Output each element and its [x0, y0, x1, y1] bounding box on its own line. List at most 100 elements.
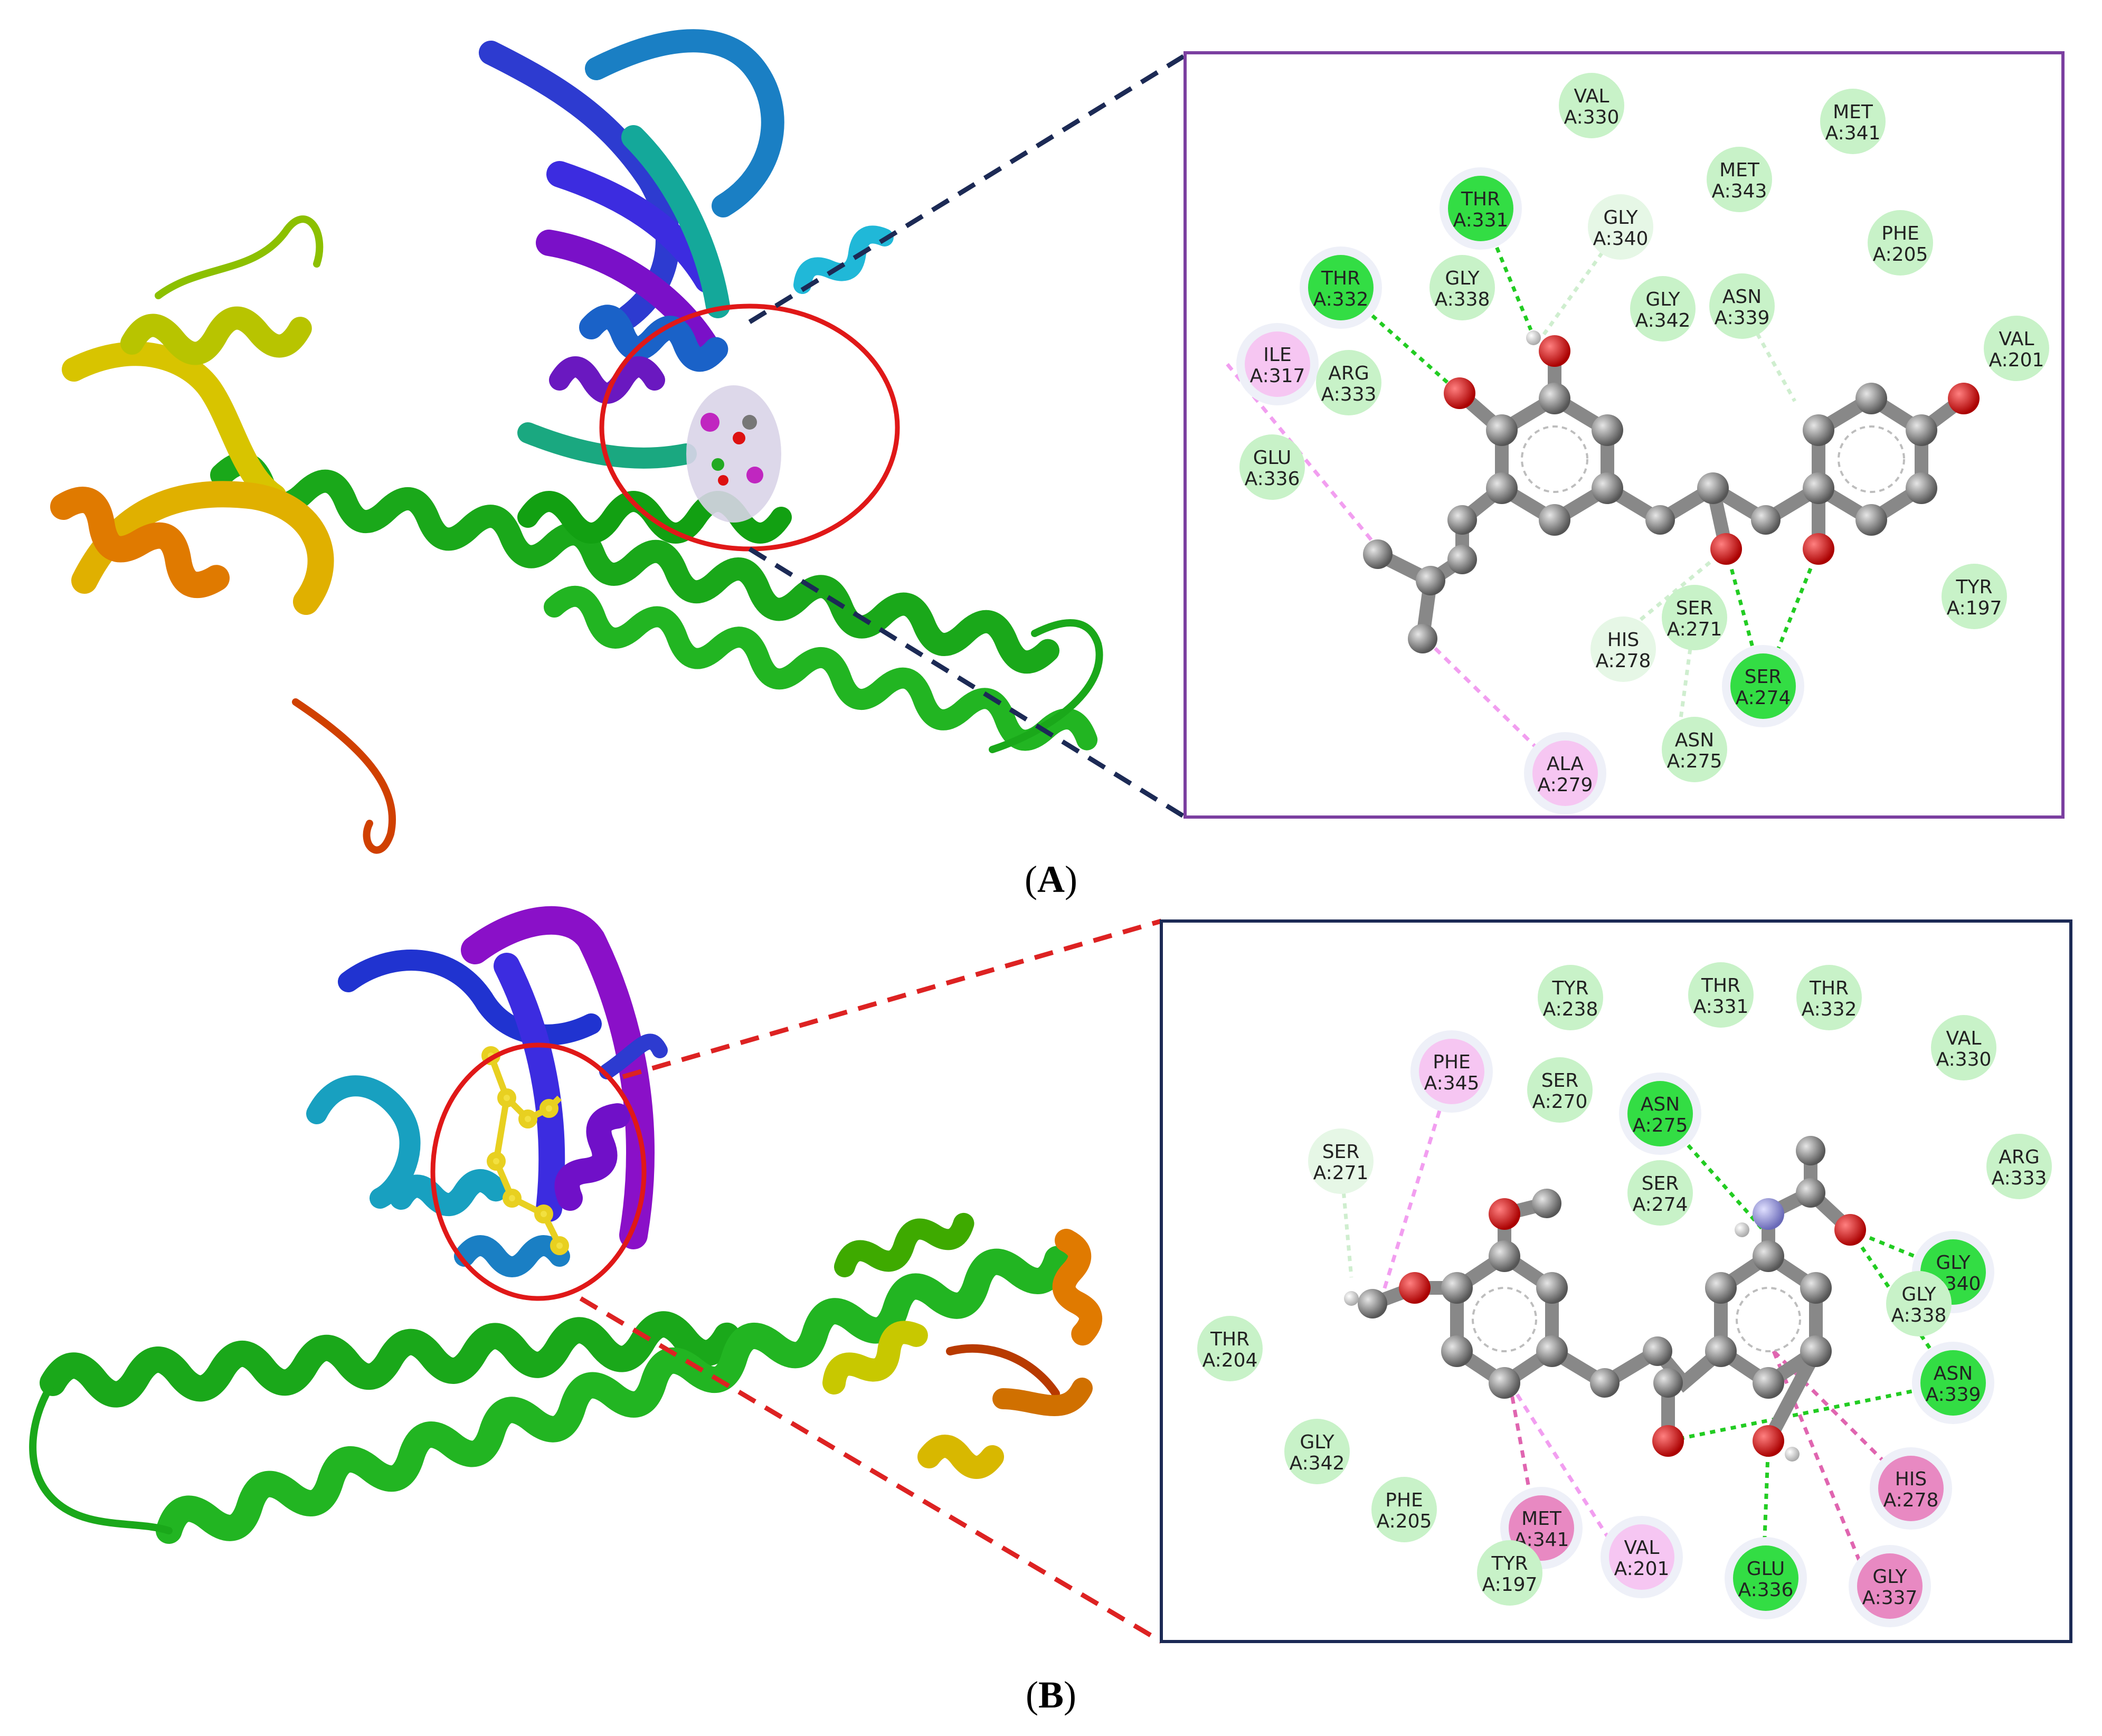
protein-ribbon-a: [50, 29, 1103, 854]
residue-name: GLU: [1253, 447, 1292, 469]
residues-b: TYRA:238THRA:331THRA:332VALA:330PHEA:345…: [1197, 962, 2052, 1627]
residue-name: GLY: [1445, 268, 1480, 289]
residue-name: TYR: [1956, 576, 1993, 598]
residue-disc: [1630, 276, 1696, 341]
residue-name: MET: [1521, 1508, 1562, 1530]
ligand-b: [481, 1046, 569, 1255]
zoom-line-b-bottom: [579, 1296, 1163, 1644]
residue-id: A:338: [1435, 289, 1490, 310]
carbon-atoms-a: [1363, 383, 1937, 653]
residue-id: A:278: [1883, 1490, 1939, 1511]
residue-name: GLY: [1872, 1566, 1907, 1588]
residue-name: ILE: [1263, 344, 1291, 366]
residue-name: VAL: [1624, 1537, 1659, 1559]
residue-name: ALA: [1547, 753, 1584, 775]
residue-disc: [1986, 1134, 2052, 1199]
residue-disc: [1688, 962, 1754, 1028]
caption-a: (A): [1025, 858, 1077, 900]
zoom-line-a-top: [748, 53, 1187, 324]
residue-id: A:274: [1736, 687, 1791, 709]
residue-name: GLY: [1603, 207, 1638, 229]
residue-disc: [1796, 965, 1862, 1030]
residue-disc: [1662, 585, 1727, 650]
residue-id: A:333: [1321, 384, 1377, 405]
protein-ribbon-b: [29, 906, 1102, 1544]
residue-name: HIS: [1607, 629, 1640, 651]
residue-name: ARG: [1999, 1146, 2040, 1168]
oxygen-atoms-b: [1399, 1198, 1866, 1457]
residue-id: A:332: [1802, 999, 1857, 1020]
zoom-line-a-bottom: [748, 547, 1187, 819]
residue-disc: [1868, 210, 1933, 276]
residue-disc: [1308, 255, 1374, 320]
residue-name: SER: [1642, 1173, 1679, 1194]
residue-id: A:201: [1989, 349, 2044, 371]
residue-disc: [1627, 1160, 1693, 1226]
residue-disc: [1590, 616, 1656, 682]
residue-disc: [1886, 1271, 1952, 1336]
residue-name: PHE: [1385, 1490, 1423, 1511]
residue-id: A:340: [1593, 228, 1649, 250]
residue-id: A:345: [1424, 1073, 1480, 1094]
residue-disc: [1920, 1350, 1986, 1416]
nitrogen-atom-b: [1753, 1198, 1784, 1230]
residue-name: MET: [1719, 159, 1760, 181]
residue-name: GLU: [1747, 1558, 1785, 1580]
residue-name: VAL: [1574, 86, 1609, 107]
residue-name: VAL: [1946, 1028, 1981, 1049]
residue-id: A:279: [1538, 774, 1593, 796]
residue-id: A:341: [1825, 122, 1881, 144]
residue-id: A:342: [1290, 1453, 1345, 1474]
residue-disc: [1662, 717, 1727, 782]
residue-id: A:205: [1377, 1511, 1432, 1532]
residue-disc: [1316, 350, 1381, 415]
residue-name: VAL: [1999, 328, 2034, 350]
panel-a: VALA:330META:341META:343THRA:331GLYA:340…: [50, 29, 2065, 900]
residue-disc: [1532, 741, 1598, 806]
residue-name: MET: [1833, 101, 1873, 123]
residue-name: THR: [1461, 188, 1500, 210]
residue-id: A:338: [1891, 1305, 1947, 1326]
residue-disc: [1308, 1128, 1374, 1194]
residue-id: A:201: [1614, 1558, 1670, 1580]
residue-disc: [1448, 176, 1513, 241]
residue-id: A:238: [1543, 999, 1598, 1020]
residue-disc: [1984, 316, 2049, 381]
residue-id: A:336: [1738, 1579, 1794, 1601]
residue-name: SER: [1745, 666, 1782, 688]
residue-id: A:337: [1862, 1587, 1918, 1609]
residue-disc: [1709, 273, 1775, 339]
residue-disc: [1429, 255, 1495, 320]
residue-name: SER: [1541, 1070, 1579, 1092]
residue-disc: [1707, 147, 1772, 212]
residue-id: A:339: [1715, 307, 1770, 329]
residue-id: A:336: [1245, 468, 1300, 490]
residue-disc: [1477, 1540, 1542, 1606]
residue-name: TYR: [1552, 978, 1589, 999]
residue-name: ASN: [1641, 1094, 1680, 1115]
zoom-line-b-top: [622, 918, 1162, 1079]
